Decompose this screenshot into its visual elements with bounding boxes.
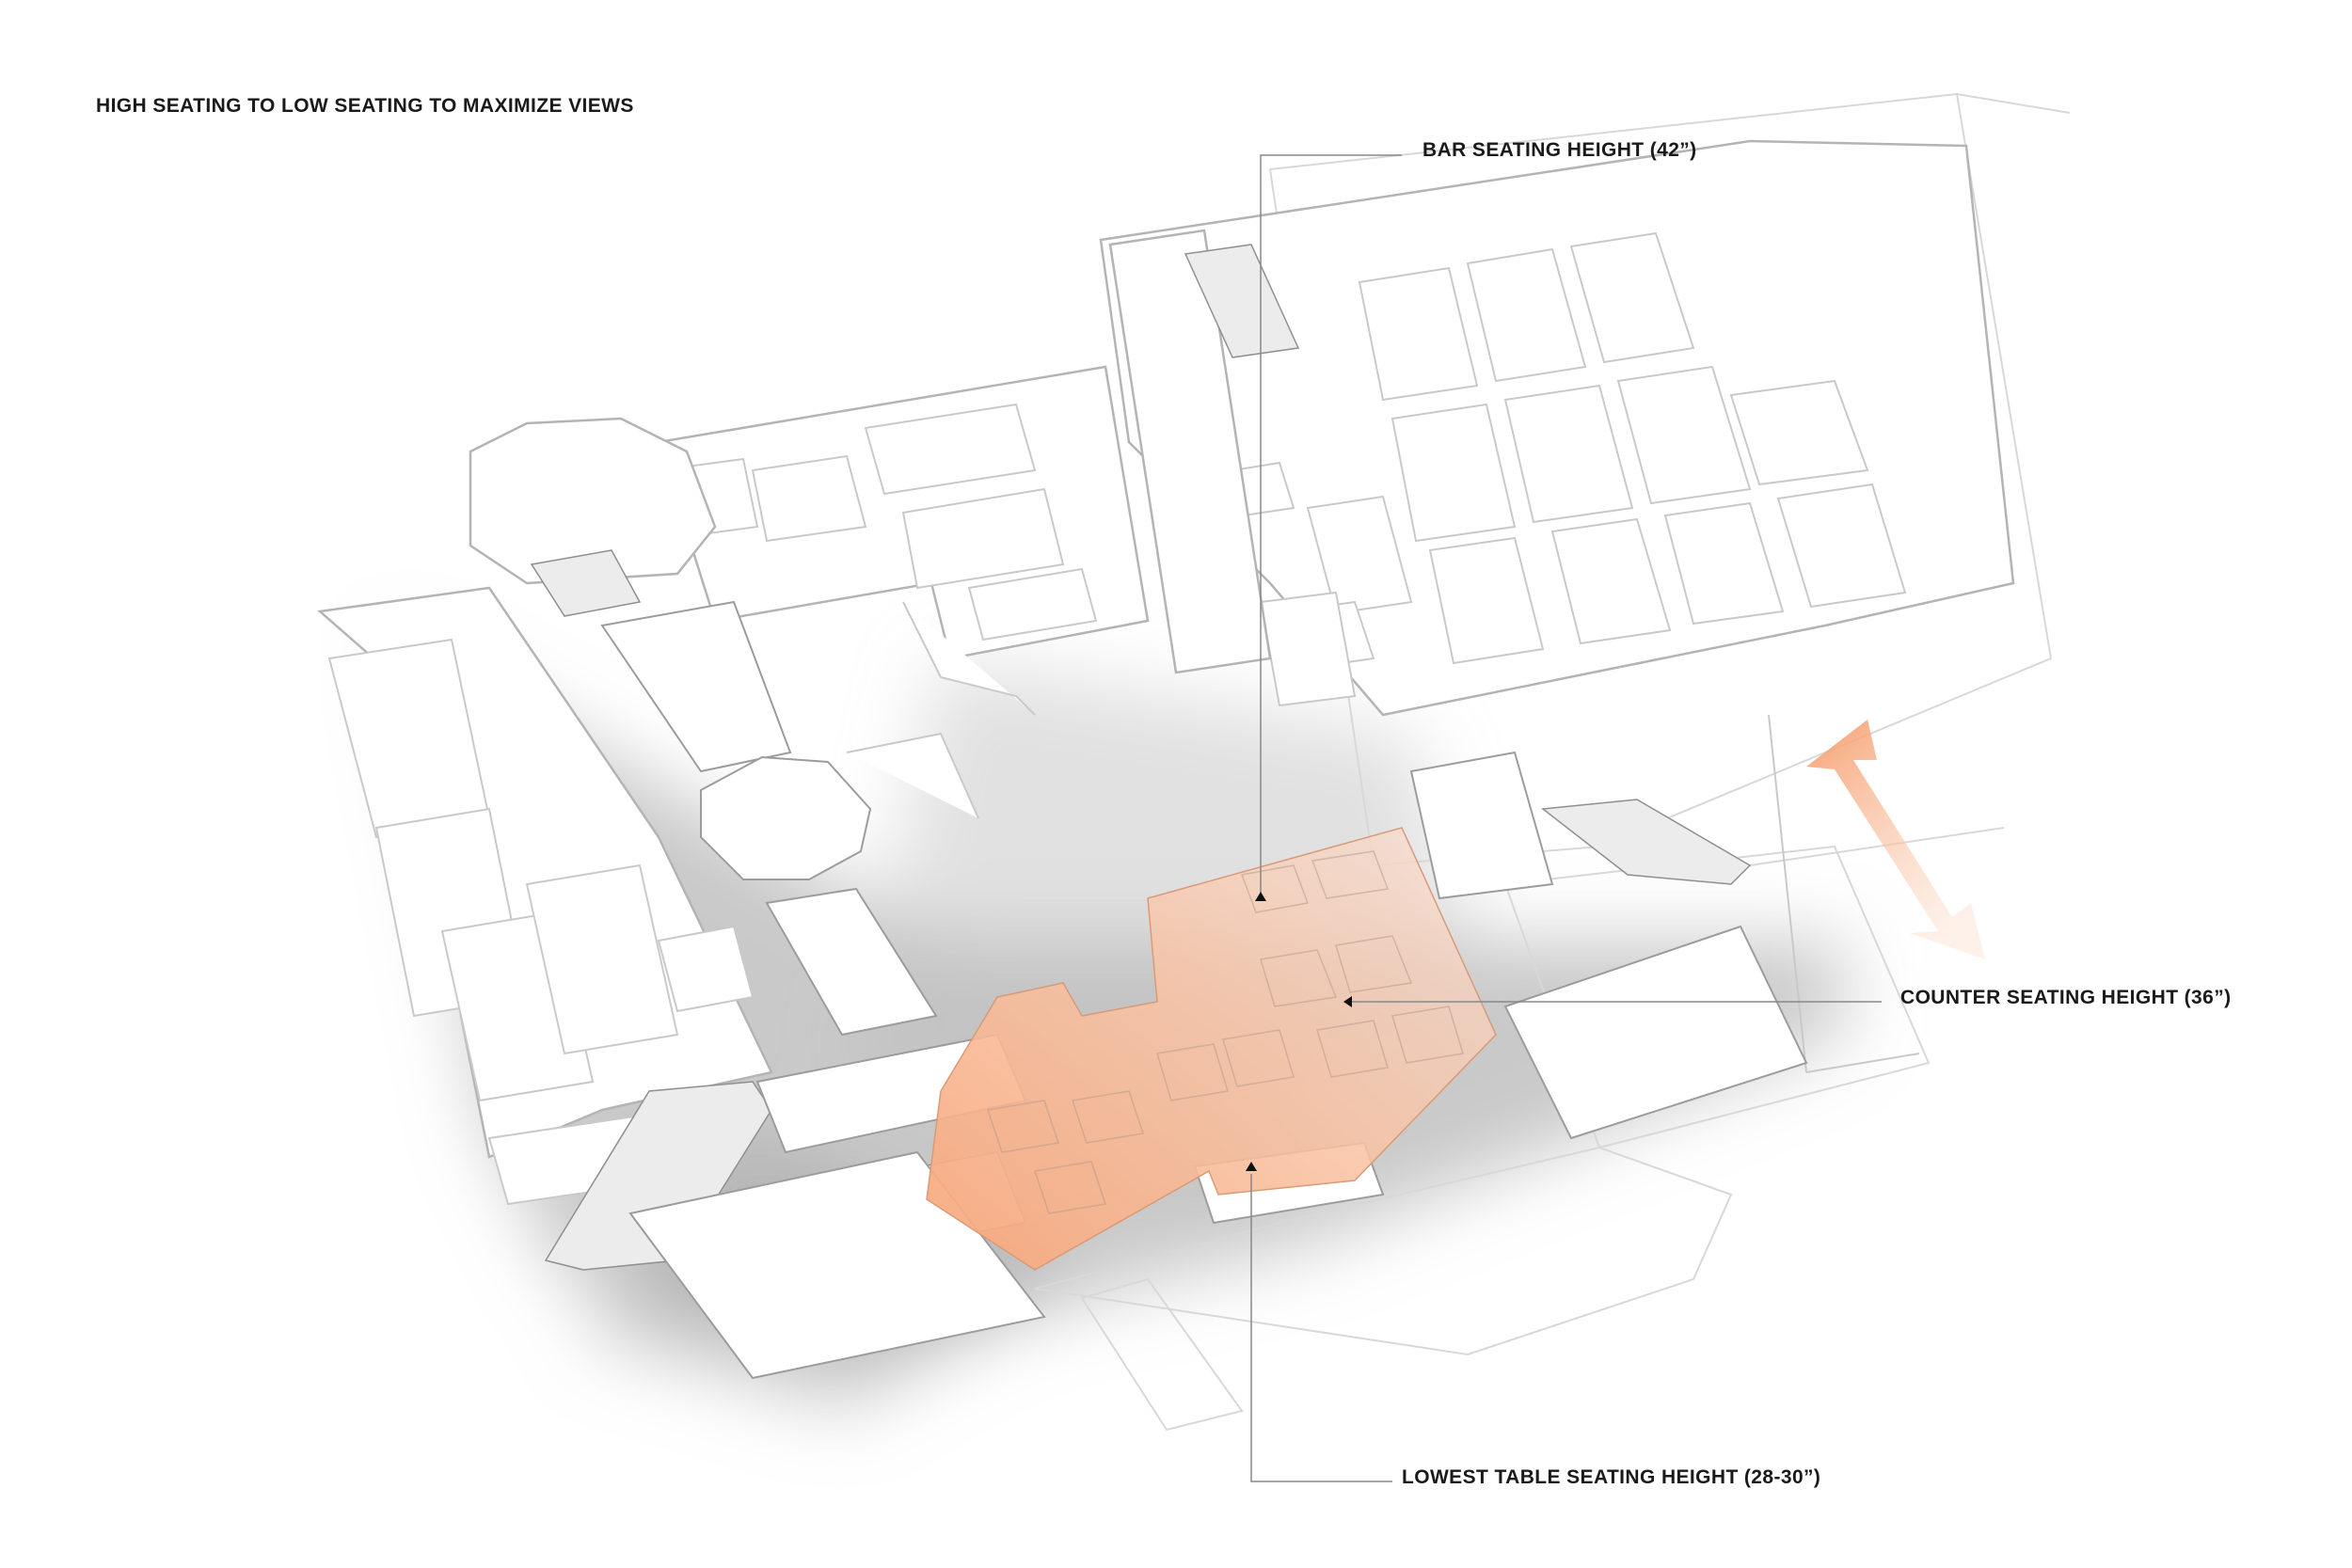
upper-floor-plan: [317, 139, 2015, 1206]
double-headed-arrow-icon: [1806, 720, 1985, 959]
leader-bar: [1260, 154, 1402, 898]
pointer-counter: [1343, 996, 1352, 1007]
leader-lines: [1250, 154, 1882, 1482]
callout-lowest-seating: LOWEST TABLE SEATING HEIGHT (28-30”): [1402, 1466, 1821, 1488]
callout-counter-seating: COUNTER SEATING HEIGHT (36”): [1900, 987, 2232, 1008]
diagram-title: HIGH SEATING TO LOW SEATING TO MAXIMIZE …: [96, 95, 634, 117]
octagon-gazebo: [700, 755, 872, 880]
seating-zone: [926, 827, 1497, 1271]
triangle-pointer-icon: [1246, 892, 1352, 1171]
pointer-lowest: [1246, 1162, 1257, 1171]
room-grid-left: [327, 638, 755, 1206]
right-slab: [1503, 925, 1808, 1140]
white-box-east: [1409, 751, 1554, 900]
room-grid-right: [1306, 231, 1907, 665]
callout-bar-seating: BAR SEATING HEIGHT (42”): [1422, 139, 1697, 161]
stair-east: [1541, 799, 1752, 885]
stair-upper-right: [1184, 244, 1300, 358]
seating-zone-fill: [926, 827, 1497, 1271]
long-rect-mid: [765, 887, 938, 1037]
pointer-bar: [1255, 892, 1266, 901]
long-rect-left: [600, 600, 792, 773]
leader-lowest: [1250, 1174, 1392, 1482]
stair-upper-left: [530, 549, 642, 617]
